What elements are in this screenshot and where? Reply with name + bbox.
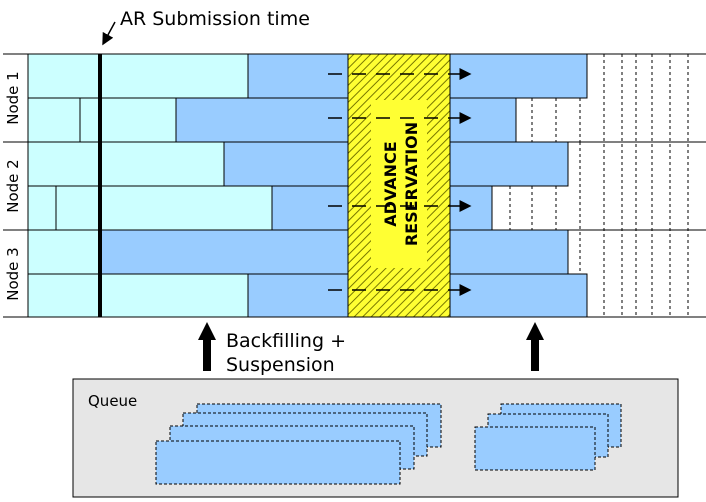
queued-job [474, 426, 596, 471]
node-label-1: Node 1 [4, 71, 22, 124]
job-blue [99, 229, 349, 275]
job-light [27, 141, 225, 187]
job-light [55, 185, 273, 231]
job-light [27, 185, 57, 231]
queued-jobs-stack-left [155, 403, 442, 485]
node-label-2: Node 2 [4, 159, 22, 212]
job-blue [449, 229, 569, 275]
job-blue [247, 273, 349, 318]
job-light [27, 229, 101, 275]
annotation-line2: Suspension [226, 354, 335, 376]
job-blue [271, 185, 349, 231]
annotation-line1: Backfilling + [226, 330, 346, 352]
queued-jobs-stack-right [474, 403, 622, 471]
future-slot-lines [509, 54, 689, 317]
reservation-label-bg [371, 100, 427, 268]
up-arrow-right [526, 322, 544, 371]
job-light [27, 53, 249, 99]
node-label-3: Node 3 [4, 247, 22, 300]
reservation-label-line1: ADVANCE [381, 141, 400, 226]
job-light [27, 97, 81, 143]
job-blue [449, 185, 493, 231]
job-blue [449, 97, 517, 143]
queued-job [155, 440, 401, 485]
job-light [27, 273, 249, 318]
job-blue [449, 273, 588, 318]
title-pointer-arrow [102, 21, 116, 46]
job-blue [223, 141, 349, 187]
queue-label: Queue [88, 392, 137, 410]
job-blue [449, 141, 569, 187]
job-blue [175, 97, 349, 143]
job-blue [247, 53, 349, 99]
up-arrow-left [198, 322, 216, 371]
job-light [79, 97, 177, 143]
job-blue [449, 53, 588, 99]
reservation-label-line2: RESERVATION [402, 122, 421, 246]
ar-submission-title: AR Submission time [120, 8, 310, 30]
